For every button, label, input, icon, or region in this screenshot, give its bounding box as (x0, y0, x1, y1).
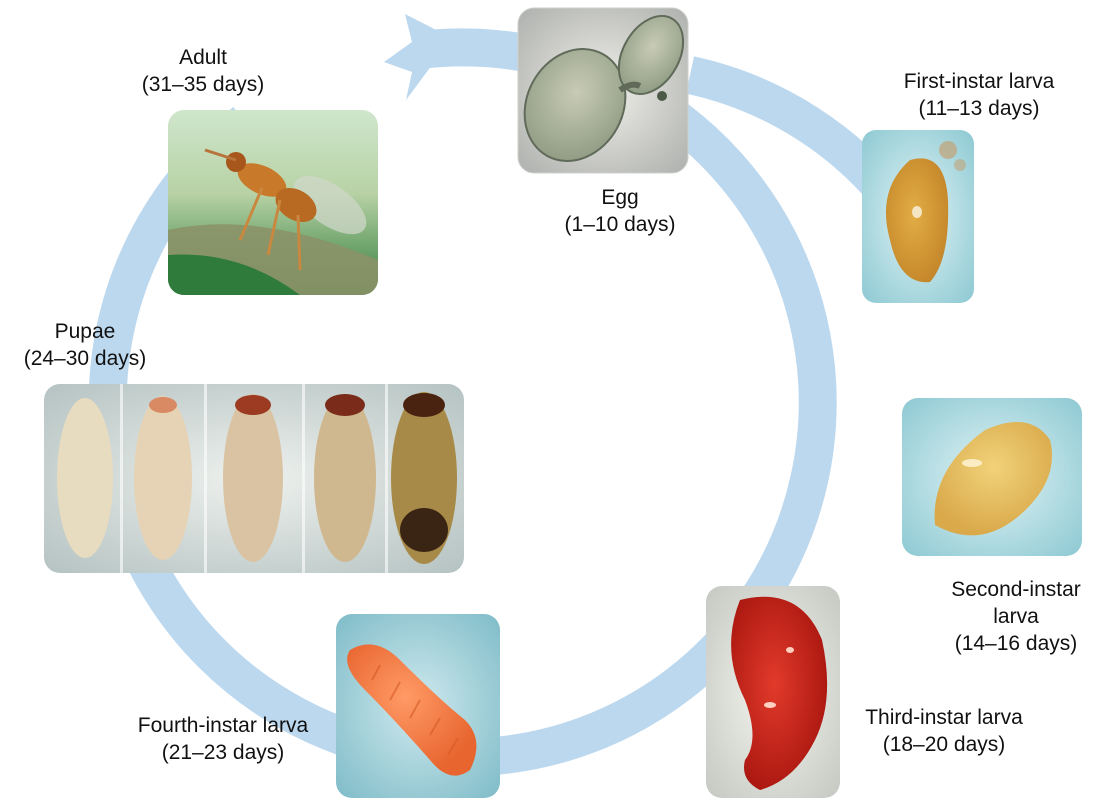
third-instar-larva-photo (706, 586, 840, 798)
first-instar-name: First-instar larva (868, 68, 1090, 95)
third-instar-duration: (18–20 days) (844, 731, 1044, 758)
third-instar-label: Third-instar larva (18–20 days) (844, 704, 1044, 758)
second-instar-name-line2: larva (936, 603, 1096, 630)
pupae-label: Pupae (24–30 days) (0, 318, 170, 372)
egg-duration: (1–10 days) (540, 211, 700, 238)
adult-name: Adult (118, 44, 288, 71)
pupae-name: Pupae (0, 318, 170, 345)
pupae-photo-strip (44, 384, 464, 573)
fourth-instar-label: Fourth-instar larva (21–23 days) (118, 712, 328, 766)
pupae-duration: (24–30 days) (0, 345, 170, 372)
first-instar-larva-photo (862, 130, 974, 303)
adult-wasp-photo (168, 110, 378, 295)
fourth-instar-duration: (21–23 days) (118, 739, 328, 766)
second-instar-larva-photo (902, 398, 1082, 556)
second-instar-label: Second-instar larva (14–16 days) (936, 576, 1096, 657)
fourth-instar-name: Fourth-instar larva (118, 712, 328, 739)
adult-label: Adult (31–35 days) (118, 44, 288, 98)
second-instar-duration: (14–16 days) (936, 630, 1096, 657)
second-instar-name-line1: Second-instar (936, 576, 1096, 603)
third-instar-name: Third-instar larva (844, 704, 1044, 731)
egg-name: Egg (540, 184, 700, 211)
egg-label: Egg (1–10 days) (540, 184, 700, 238)
adult-duration: (31–35 days) (118, 71, 288, 98)
egg-photo (505, 5, 696, 179)
first-instar-label: First-instar larva (11–13 days) (868, 68, 1090, 122)
fourth-instar-larva-photo (336, 614, 500, 798)
first-instar-duration: (11–13 days) (868, 95, 1090, 122)
